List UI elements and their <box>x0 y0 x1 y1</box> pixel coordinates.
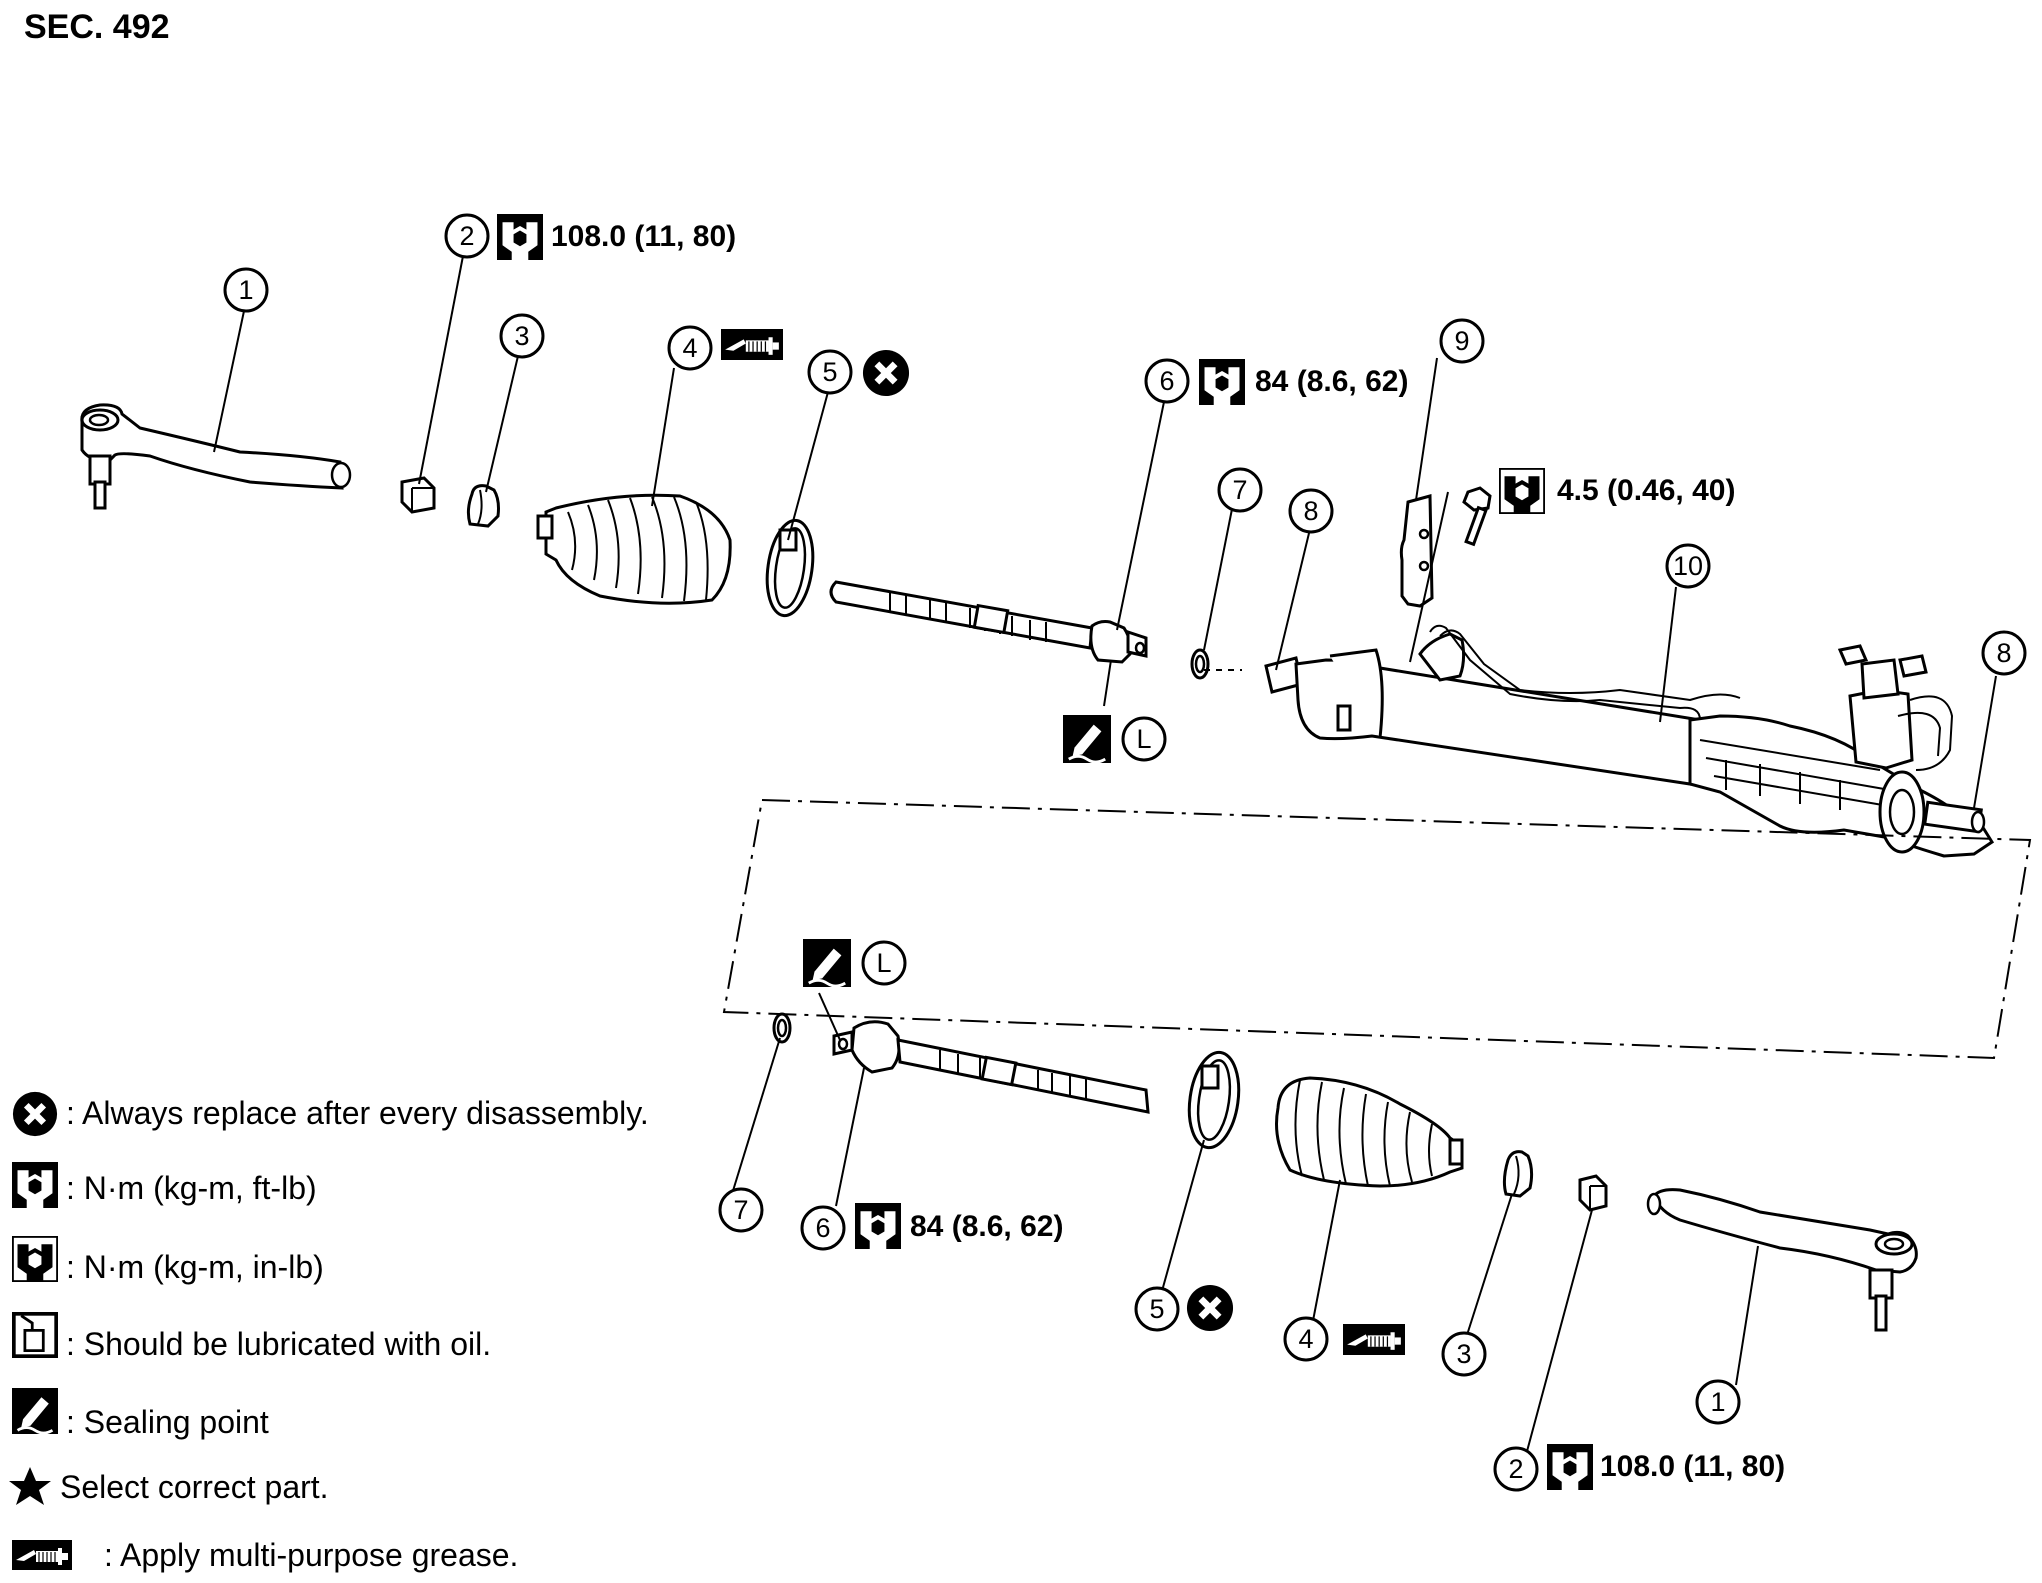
steering-gear-assembly <box>1264 624 1995 858</box>
grease-gun-icon <box>1343 1324 1405 1355</box>
callout-l-bottom: L <box>861 940 907 986</box>
svg-text:8: 8 <box>1996 638 2011 668</box>
svg-text:1: 1 <box>1710 1387 1725 1417</box>
svg-text:4: 4 <box>682 333 697 363</box>
legend-item-replace: : Always replace after every disassembly… <box>12 1091 649 1137</box>
svg-text:: Always replace after every d: : Always replace after every disassembly… <box>66 1095 649 1131</box>
svg-text:7: 7 <box>733 1195 748 1225</box>
torque-icon <box>1547 1444 1593 1490</box>
svg-text:L: L <box>1136 724 1151 754</box>
callout-6-bottom: 6 <box>800 1205 846 1251</box>
callout-2-bottom: 2 <box>1493 1446 1539 1492</box>
torque-label-outer-bottom: 108.0 (11, 80) <box>1600 1450 1785 1483</box>
svg-text:4: 4 <box>1298 1324 1313 1354</box>
svg-text:9: 9 <box>1454 326 1469 356</box>
legend: : Always replace after every disassembly… <box>9 1091 649 1573</box>
svg-text:: Apply multi-purpose grease.: : Apply multi-purpose grease. <box>104 1537 518 1573</box>
steering-boot-top <box>536 493 732 605</box>
callout-3-bottom: 3 <box>1441 1331 1487 1377</box>
large-boot-clamp-bottom <box>1187 1050 1241 1150</box>
callout-5-top: 5 <box>807 349 853 395</box>
lock-washer-bottom <box>772 1012 792 1044</box>
legend-item-grease: : Apply multi-purpose grease. <box>12 1537 518 1573</box>
lock-washer-top <box>1190 648 1210 680</box>
legend-item-sealing: : Sealing point <box>12 1388 269 1440</box>
svg-text:: N·m (kg-m, ft-lb): : N·m (kg-m, ft-lb) <box>66 1170 317 1206</box>
leader-lines <box>213 255 1997 1456</box>
callout-4-bottom: 4 <box>1283 1316 1329 1362</box>
always-replace-icon <box>1186 1284 1234 1332</box>
svg-text:: N·m (kg-m, in-lb): : N·m (kg-m, in-lb) <box>66 1249 324 1285</box>
section-title: SEC. 492 <box>24 8 170 46</box>
torque-label-outer-top: 108.0 (11, 80) <box>551 220 736 253</box>
callout-8-right: 8 <box>1981 630 2027 676</box>
svg-text:3: 3 <box>514 321 529 351</box>
svg-text:6: 6 <box>1159 366 1174 396</box>
small-boot-clamp-bottom <box>1502 1150 1534 1198</box>
svg-text:L: L <box>876 948 891 978</box>
legend-item-torque-ftlb: : N·m (kg-m, ft-lb) <box>12 1162 317 1208</box>
torque-ftlb-icon <box>12 1162 58 1208</box>
svg-text:3: 3 <box>1456 1339 1471 1369</box>
star-icon <box>9 1467 51 1505</box>
svg-text:5: 5 <box>822 357 837 387</box>
callout-7-bottom: 7 <box>718 1187 764 1233</box>
outer-tie-rod-end-left <box>80 403 352 510</box>
legend-item-torque-inlb: : N·m (kg-m, in-lb) <box>12 1236 324 1285</box>
torque-icon <box>855 1203 901 1249</box>
torque-label-bracket-bolt: 4.5 (0.46, 40) <box>1557 474 1735 507</box>
hex-nut-top <box>400 476 436 514</box>
callout-9: 9 <box>1439 318 1485 364</box>
sealing-point-icon <box>1063 715 1111 763</box>
torque-label-inner-bottom: 84 (8.6, 62) <box>910 1210 1063 1243</box>
callout-5-bottom: 5 <box>1134 1286 1180 1332</box>
svg-text:: Sealing point: : Sealing point <box>66 1404 269 1440</box>
sealing-point-icon <box>12 1388 58 1434</box>
callout-3-top: 3 <box>499 313 545 359</box>
callout-1-top: 1 <box>223 267 269 313</box>
svg-text:8: 8 <box>1303 496 1318 526</box>
outer-tie-rod-end-right <box>1646 1188 1918 1332</box>
callout-7-top: 7 <box>1217 467 1263 513</box>
hex-nut-bottom <box>1578 1174 1608 1212</box>
torque-icon <box>1199 359 1245 405</box>
large-boot-clamp-top <box>765 518 815 618</box>
inner-tie-rod-top <box>829 580 1148 664</box>
svg-text:: Should be lubricated with oi: : Should be lubricated with oil. <box>66 1326 491 1362</box>
callout-10: 10 <box>1665 543 1711 589</box>
svg-text:Select correct part.: Select correct part. <box>60 1469 329 1505</box>
callout-6-top: 6 <box>1144 358 1190 404</box>
bracket-and-bolt <box>1399 486 1492 608</box>
svg-text:1: 1 <box>238 275 253 305</box>
oil-can-icon <box>12 1312 58 1358</box>
inner-tie-rod-bottom <box>832 1020 1150 1114</box>
torque-inlb-icon <box>12 1236 58 1282</box>
svg-text:7: 7 <box>1232 475 1247 505</box>
svg-text:6: 6 <box>815 1213 830 1243</box>
svg-text:2: 2 <box>459 221 474 251</box>
torque-icon <box>497 214 543 260</box>
callout-8-left: 8 <box>1288 488 1334 534</box>
svg-text:5: 5 <box>1149 1294 1164 1324</box>
legend-item-oil: : Should be lubricated with oil. <box>12 1312 491 1362</box>
torque-inlb-icon <box>1499 468 1545 514</box>
callout-2-top: 2 <box>444 213 490 259</box>
legend-item-select-part: Select correct part. <box>9 1467 329 1505</box>
torque-label-inner-top: 84 (8.6, 62) <box>1255 365 1408 398</box>
callout-1-bottom: 1 <box>1695 1379 1741 1425</box>
grease-gun-icon <box>721 329 783 360</box>
svg-text:10: 10 <box>1673 551 1703 581</box>
callout-4-top: 4 <box>667 325 713 371</box>
sealing-point-icon <box>803 939 851 987</box>
svg-text:2: 2 <box>1508 1454 1523 1484</box>
always-replace-icon <box>862 349 910 397</box>
small-boot-clamp-top <box>466 484 500 528</box>
steering-boot-bottom <box>1275 1076 1464 1188</box>
always-replace-icon <box>12 1091 58 1137</box>
grease-gun-icon <box>12 1540 72 1570</box>
callout-l-top: L <box>1121 716 1167 762</box>
assembly-connector-dashdot <box>722 798 2032 1060</box>
